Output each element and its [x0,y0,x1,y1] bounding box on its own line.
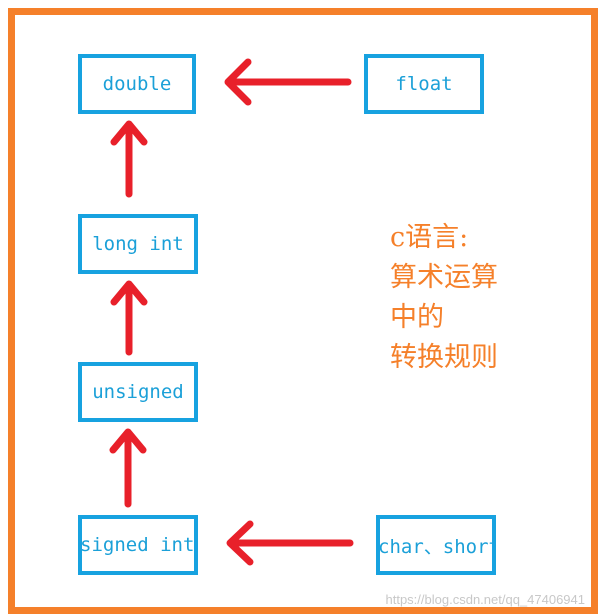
arrow-float-to-double [224,58,352,106]
box-signed-int: signed int [78,515,198,575]
arrow-unsigned-to-long-int [110,280,148,356]
box-char-short: char、short [376,515,496,575]
box-double-label: double [102,73,172,95]
note-line-4: 转换规则 [390,342,498,373]
diagram-frame [8,8,598,614]
box-long-int: long int [78,214,198,274]
box-char-short-label: char、short [378,535,496,558]
arrow-signed-int-to-unsigned [109,428,147,508]
conversion-rule-note: c语言: 算术运算 中的 转换规则 [390,218,498,378]
note-line-3: 中的 [390,302,444,333]
note-line-2: 算术运算 [390,262,498,293]
arrow-long-int-to-double [110,120,148,198]
box-float-label: float [395,73,453,95]
box-long-int-label: long int [92,233,184,255]
box-signed-int-label: signed int [80,534,195,556]
box-unsigned-label: unsigned [92,381,184,403]
box-unsigned: unsigned [78,362,198,422]
note-line-1: c语言: [390,222,469,253]
watermark: https://blog.csdn.net/qq_47406941 [385,592,586,607]
box-double: double [78,54,196,114]
arrow-char-short-to-signed-int [226,520,354,566]
box-float: float [364,54,484,114]
